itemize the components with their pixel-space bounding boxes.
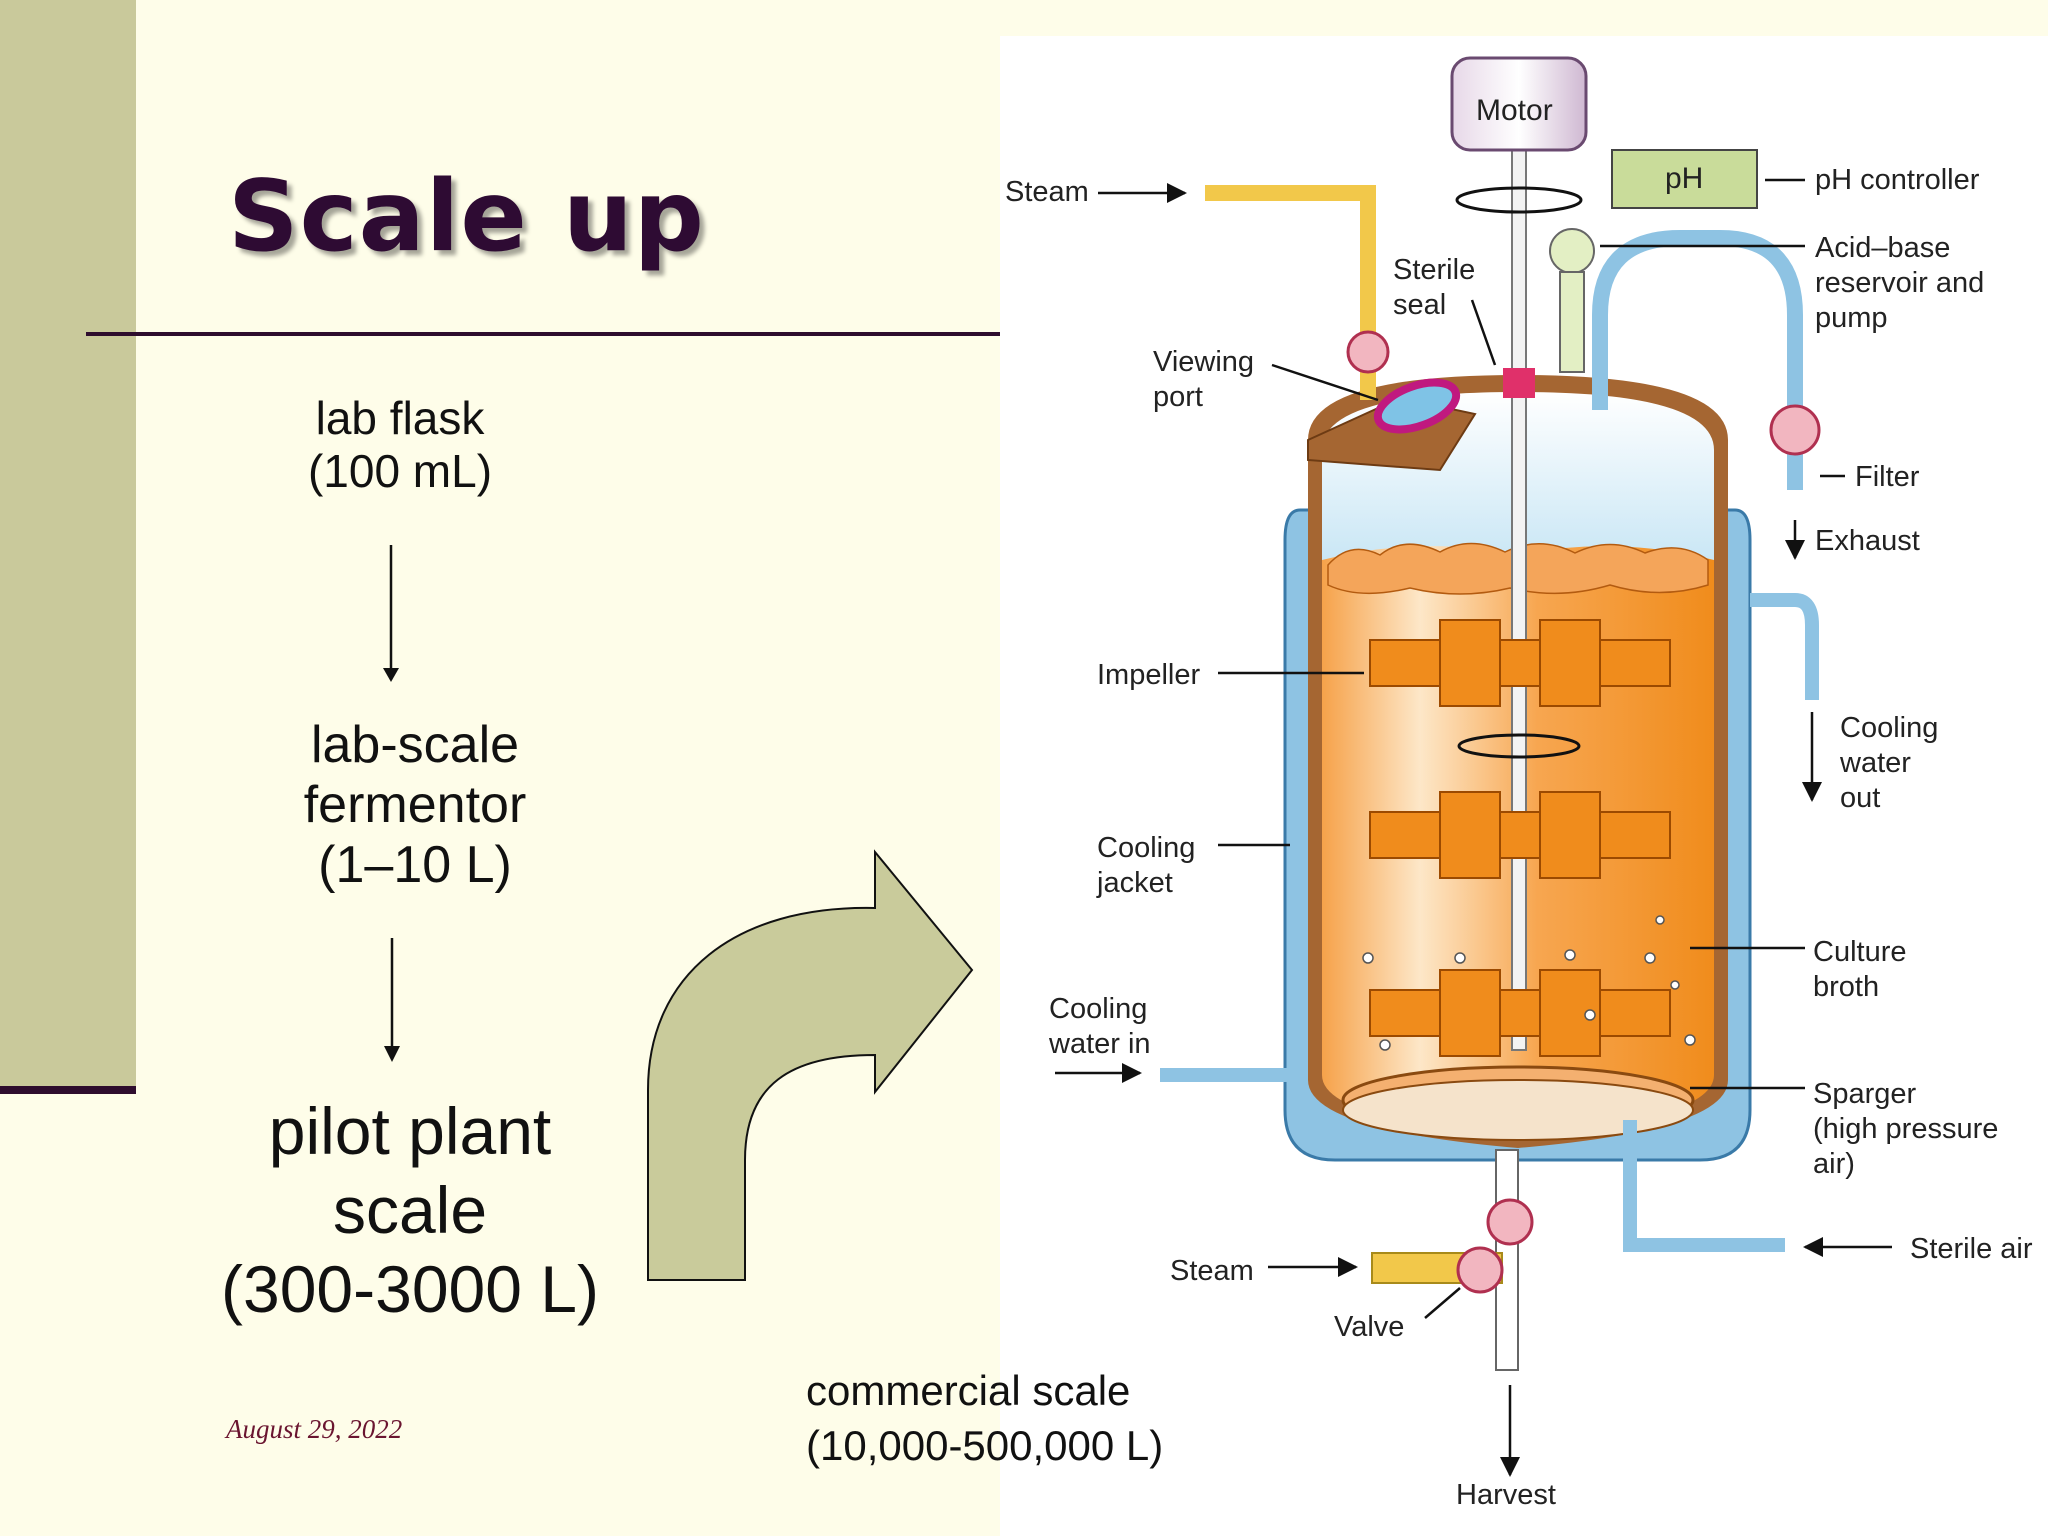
slide-title: Scale up [228,160,705,274]
impeller-middle [1369,791,1671,879]
label-cooling-water-out-2: water [1839,747,1911,779]
curved-arrow-icon [647,849,974,1281]
label-acid-base-1: Acid–base [1815,232,1950,264]
fermentor-illustration [1160,56,1821,1371]
label-harvest: Harvest [1456,1479,1556,1511]
sterile-seal-block [1503,368,1535,398]
step-pilot-plant-name-1: pilot plant [268,1094,552,1168]
label-culture-broth-1: Culture [1813,936,1907,968]
label-cooling-jacket-2: jacket [1096,867,1173,899]
step-lab-flask-volume: (100 mL) [307,444,493,497]
commercial-scale-name: commercial scale [806,1367,1131,1414]
impeller-lower [1369,969,1671,1057]
label-filter: Filter [1855,461,1920,493]
step-lab-flask: lab flask (100 mL) [280,392,520,498]
sidebar-divider [0,1086,136,1094]
ph-controller-box [1611,149,1758,209]
commercial-scale-caption: commercial scale (10,000-500,000 L) [806,1364,1163,1473]
label-valve: Valve [1334,1311,1404,1343]
air-bubbles [1362,915,1696,1051]
label-steam-bottom: Steam [1170,1255,1254,1287]
step-lab-flask-name: lab flask [315,392,485,444]
title-underline [86,332,1006,336]
step-pilot-plant-volume: (300-3000 L) [221,1252,599,1327]
acid-base-tube [1559,271,1585,373]
step-lab-fermentor-name-2: fermentor [303,775,527,834]
step-pilot-plant-name-2: scale [332,1173,488,1248]
label-sparger-1: Sparger [1813,1078,1917,1110]
label-cooling-water-in-1: Cooling [1049,993,1147,1025]
step-pilot-plant: pilot plant scale (300-3000 L) [190,1092,630,1330]
impeller-rotation [1457,733,1581,759]
step-lab-fermentor-volume: (1–10 L) [318,835,512,894]
motor-rotation [1455,186,1583,214]
filter-valve [1769,404,1821,456]
viewing-port-ring [1373,378,1461,434]
exhaust-pipe [1592,230,1803,490]
harvest-valve [1486,1198,1534,1246]
label-sterile-seal-2: seal [1393,289,1446,321]
label-ph: pH [1665,162,1703,195]
commercial-scale-volume: (10,000-500,000 L) [806,1421,1164,1469]
slide-date: August 29, 2022 [226,1414,403,1444]
sidebar-bar [0,0,136,1088]
flow-arrow-2 [384,938,400,1062]
label-acid-base-3: pump [1815,302,1888,334]
label-sterile-seal-1: Sterile [1393,254,1475,286]
label-cooling-jacket-1: Cooling [1097,832,1195,864]
acid-base-bulb [1549,228,1595,274]
label-sparger-2: (high pressure [1813,1113,1998,1145]
cooling-water-out-pipe [1750,593,1819,700]
label-ph-controller: pH controller [1815,164,1980,196]
label-sparger-3: air) [1813,1148,1855,1180]
label-motor: Motor [1476,94,1553,127]
sparger-rim [1342,1079,1694,1141]
sterile-air-pipe [1623,1120,1785,1252]
impeller-upper [1369,619,1671,707]
steam-valve-top [1346,330,1390,374]
label-cooling-water-out-3: out [1840,782,1880,814]
steam-valve-bottom [1456,1246,1504,1294]
flow-arrow-1 [383,545,399,682]
label-steam-top: Steam [1005,176,1089,208]
label-cooling-water-out-1: Cooling [1840,712,1938,744]
label-sterile-air: Sterile air [1910,1233,2033,1265]
label-cooling-water-in-2: water in [1048,1028,1151,1060]
step-lab-fermentor: lab-scale fermentor (1–10 L) [270,716,560,895]
step-lab-fermentor-name-1: lab-scale [310,716,520,774]
motor-shaft [1511,149,1527,1051]
label-viewing-port-2: port [1153,381,1203,413]
label-impeller: Impeller [1097,659,1200,691]
label-culture-broth-2: broth [1813,971,1879,1003]
label-viewing-port-1: Viewing [1153,346,1254,378]
label-arrows [1055,178,1892,1477]
label-acid-base-2: reservoir and [1815,267,1984,299]
label-exhaust: Exhaust [1815,525,1920,557]
motor-body [1450,56,1588,152]
